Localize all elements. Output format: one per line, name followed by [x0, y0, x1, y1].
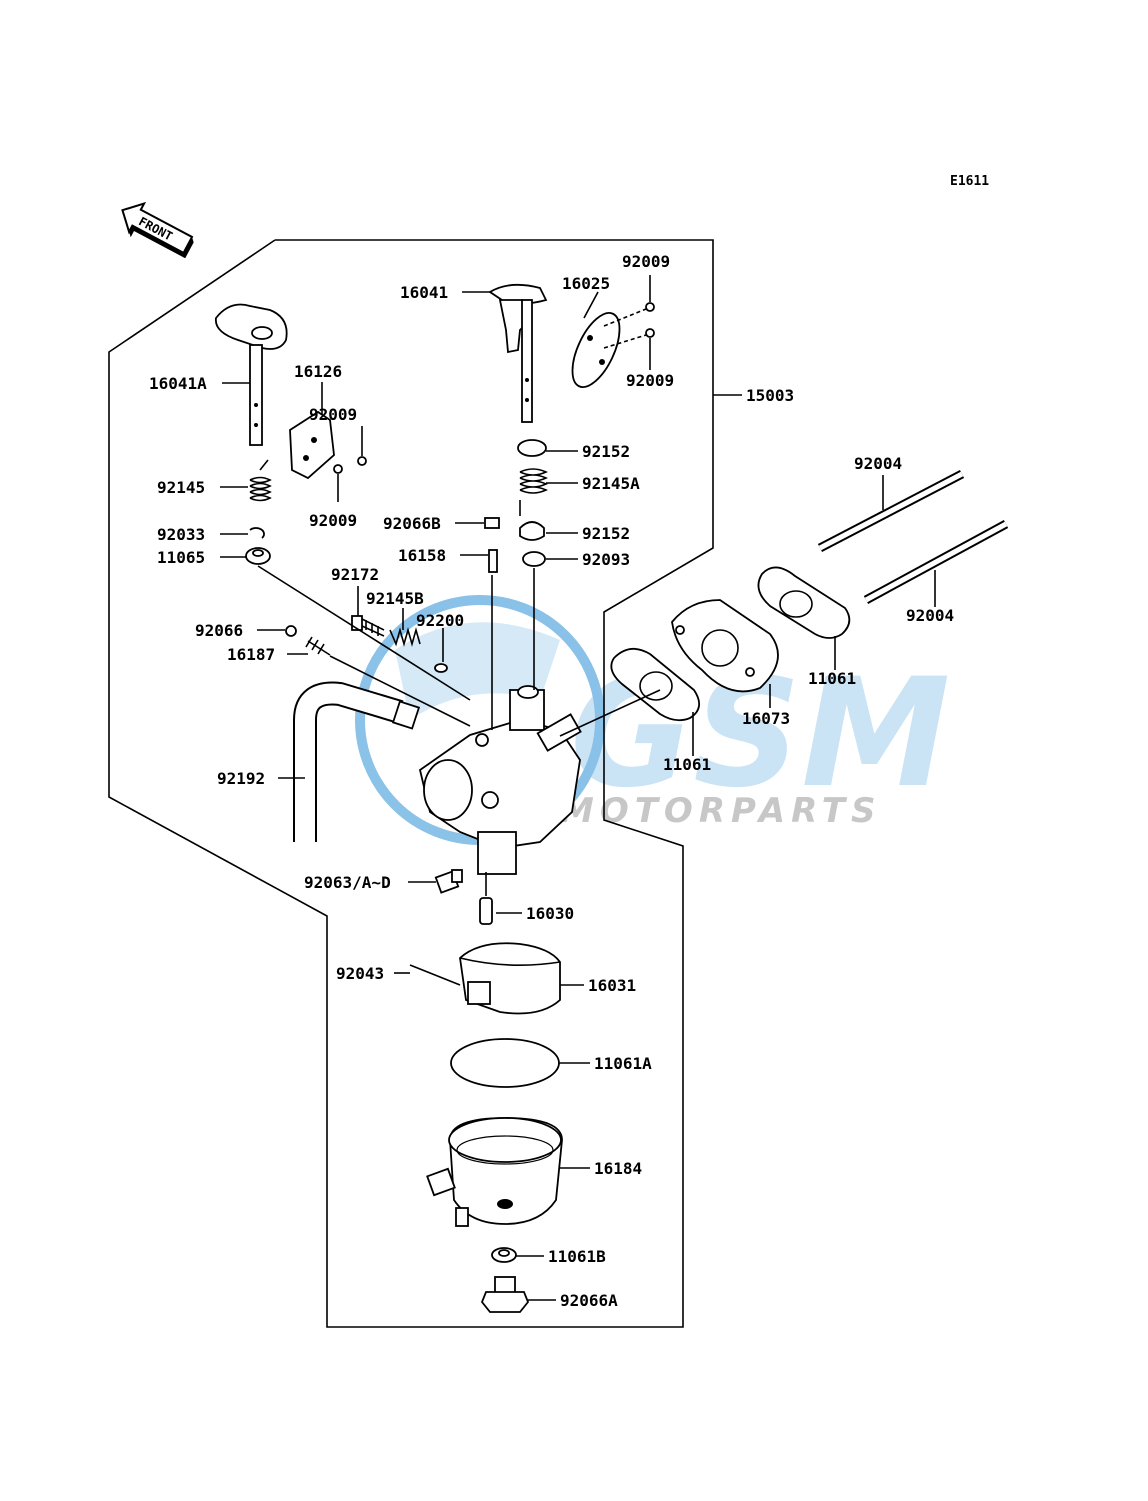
front-arrow-icon: FRONT — [121, 201, 194, 259]
choke-valve-16025 — [571, 312, 621, 388]
label-16041A: 16041A — [149, 374, 207, 393]
float-16031 — [459, 942, 561, 1015]
label-16126: 16126 — [294, 362, 342, 381]
label-16184: 16184 — [594, 1159, 642, 1178]
throttle-valve-16126 — [289, 410, 335, 480]
diagram-code: E1611 — [950, 174, 989, 189]
cap-92066 — [285, 625, 297, 637]
label-92043: 92043 — [336, 964, 384, 983]
label-92093: 92093 — [582, 550, 630, 569]
screws-92009-left — [333, 456, 367, 474]
label-92172: 92172 — [331, 565, 379, 584]
label-92192: 92192 — [217, 769, 265, 788]
label-92033: 92033 — [157, 525, 205, 544]
label-11061-right: 11061 — [808, 669, 856, 688]
label-92063: 92063/A~D — [304, 873, 391, 892]
throttle-shaft-16041A — [215, 303, 288, 446]
drain-bolt-92066A — [480, 1276, 530, 1313]
label-92152-a: 92152 — [582, 442, 630, 461]
label-16031: 16031 — [588, 976, 636, 995]
label-11061B: 11061B — [548, 1247, 606, 1266]
clip-92033 — [249, 527, 265, 539]
drain-screw-92063 — [434, 869, 463, 894]
spring-92145 — [249, 459, 272, 502]
part-labels: 16041 16025 92009 92009 16041A 16126 920… — [149, 252, 954, 1310]
label-92145: 92145 — [157, 478, 205, 497]
pin-92043 — [409, 964, 461, 986]
oring-11061A — [450, 1038, 560, 1088]
stud-92004-lower — [863, 520, 1009, 604]
spring-92145B — [389, 627, 421, 647]
screw-16158 — [488, 549, 498, 573]
label-92152-b: 92152 — [582, 524, 630, 543]
label-92145A: 92145A — [582, 474, 640, 493]
label-92145B: 92145B — [366, 589, 424, 608]
choke-shaft-16041 — [488, 283, 548, 423]
label-16041: 16041 — [400, 283, 448, 302]
label-92200: 92200 — [416, 611, 464, 630]
label-92004-b: 92004 — [906, 606, 954, 625]
spring-92145A — [519, 468, 548, 494]
carburetor-body — [418, 685, 582, 875]
screw-92172 — [351, 615, 385, 637]
label-11061A: 11061A — [594, 1054, 652, 1073]
label-92066B: 92066B — [383, 514, 441, 533]
float-bowl-16184 — [426, 1117, 563, 1227]
screws-92009-top — [603, 302, 655, 349]
tube-92192 — [293, 681, 421, 842]
watermark-globe-shape — [395, 622, 560, 720]
oring-92093 — [522, 551, 546, 567]
gasket-11061-right — [757, 566, 851, 639]
label-92009-b: 92009 — [626, 371, 674, 390]
label-11065: 11065 — [157, 548, 205, 567]
label-92009-d: 92009 — [309, 511, 357, 530]
label-16158: 16158 — [398, 546, 446, 565]
label-15003: 15003 — [746, 386, 794, 405]
label-92009-c: 92009 — [309, 405, 357, 424]
label-16187: 16187 — [227, 645, 275, 664]
washer-92152-top — [517, 439, 547, 457]
watermark-subtitle: MOTORPARTS — [560, 791, 881, 831]
label-92004-a: 92004 — [854, 454, 902, 473]
label-92066A: 92066A — [560, 1291, 618, 1310]
assembly-boundary — [108, 239, 714, 1328]
label-92066: 92066 — [195, 621, 243, 640]
label-92009-a: 92009 — [622, 252, 670, 271]
label-16025: 16025 — [562, 274, 610, 293]
label-16030: 16030 — [526, 904, 574, 923]
washer-92200 — [434, 663, 448, 673]
gasket-11061-left — [610, 648, 700, 722]
jet-16030 — [479, 897, 493, 925]
insulator-16073 — [671, 599, 779, 693]
stud-92004-upper — [817, 470, 965, 552]
label-16073: 16073 — [742, 709, 790, 728]
washer-92152-bottom — [519, 521, 545, 541]
label-11061-left: 11061 — [663, 755, 711, 774]
jet-16187 — [305, 636, 331, 656]
leader-lines — [220, 275, 936, 1301]
screw-92066B — [484, 517, 500, 529]
